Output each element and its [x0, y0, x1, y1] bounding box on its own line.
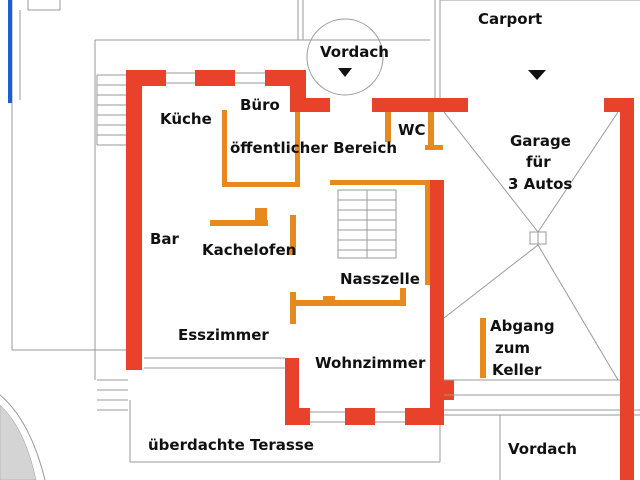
label-bar: Bar — [150, 230, 180, 248]
label-abgang-1: Abgang — [490, 317, 555, 335]
garage-arrow-icon — [528, 70, 546, 80]
label-kueche: Küche — [160, 110, 212, 128]
garage-roof-lines — [443, 111, 620, 396]
label-wohnzimmer: Wohnzimmer — [315, 354, 426, 372]
windows — [129, 72, 441, 463]
label-carport: Carport — [478, 10, 542, 28]
label-wc: WC — [398, 121, 426, 139]
label-abgang-2: zum — [495, 339, 530, 357]
label-garage-3: 3 Autos — [508, 175, 572, 193]
label-garage-2: für — [526, 153, 551, 171]
label-abgang-3: Keller — [492, 361, 542, 379]
outside-stairs — [96, 74, 128, 411]
label-vordach-bottom: Vordach — [508, 440, 577, 458]
inner-stairs — [337, 189, 397, 259]
exterior-walls — [126, 70, 634, 480]
label-esszimmer: Esszimmer — [178, 326, 269, 344]
label-terasse: überdachte Terasse — [148, 436, 314, 454]
label-garage-1: Garage — [510, 132, 571, 150]
interior-walls — [210, 110, 486, 378]
vordach-arrow-icon — [338, 68, 352, 77]
label-nasszelle: Nasszelle — [340, 270, 420, 288]
label-oeffentlich: öffentlicher Bereich — [230, 139, 397, 157]
label-vordach-top: Vordach — [320, 43, 389, 61]
label-kachelofen: Kachelofen — [202, 241, 296, 259]
gravel-area — [0, 404, 37, 480]
label-buero: Büro — [240, 96, 280, 114]
